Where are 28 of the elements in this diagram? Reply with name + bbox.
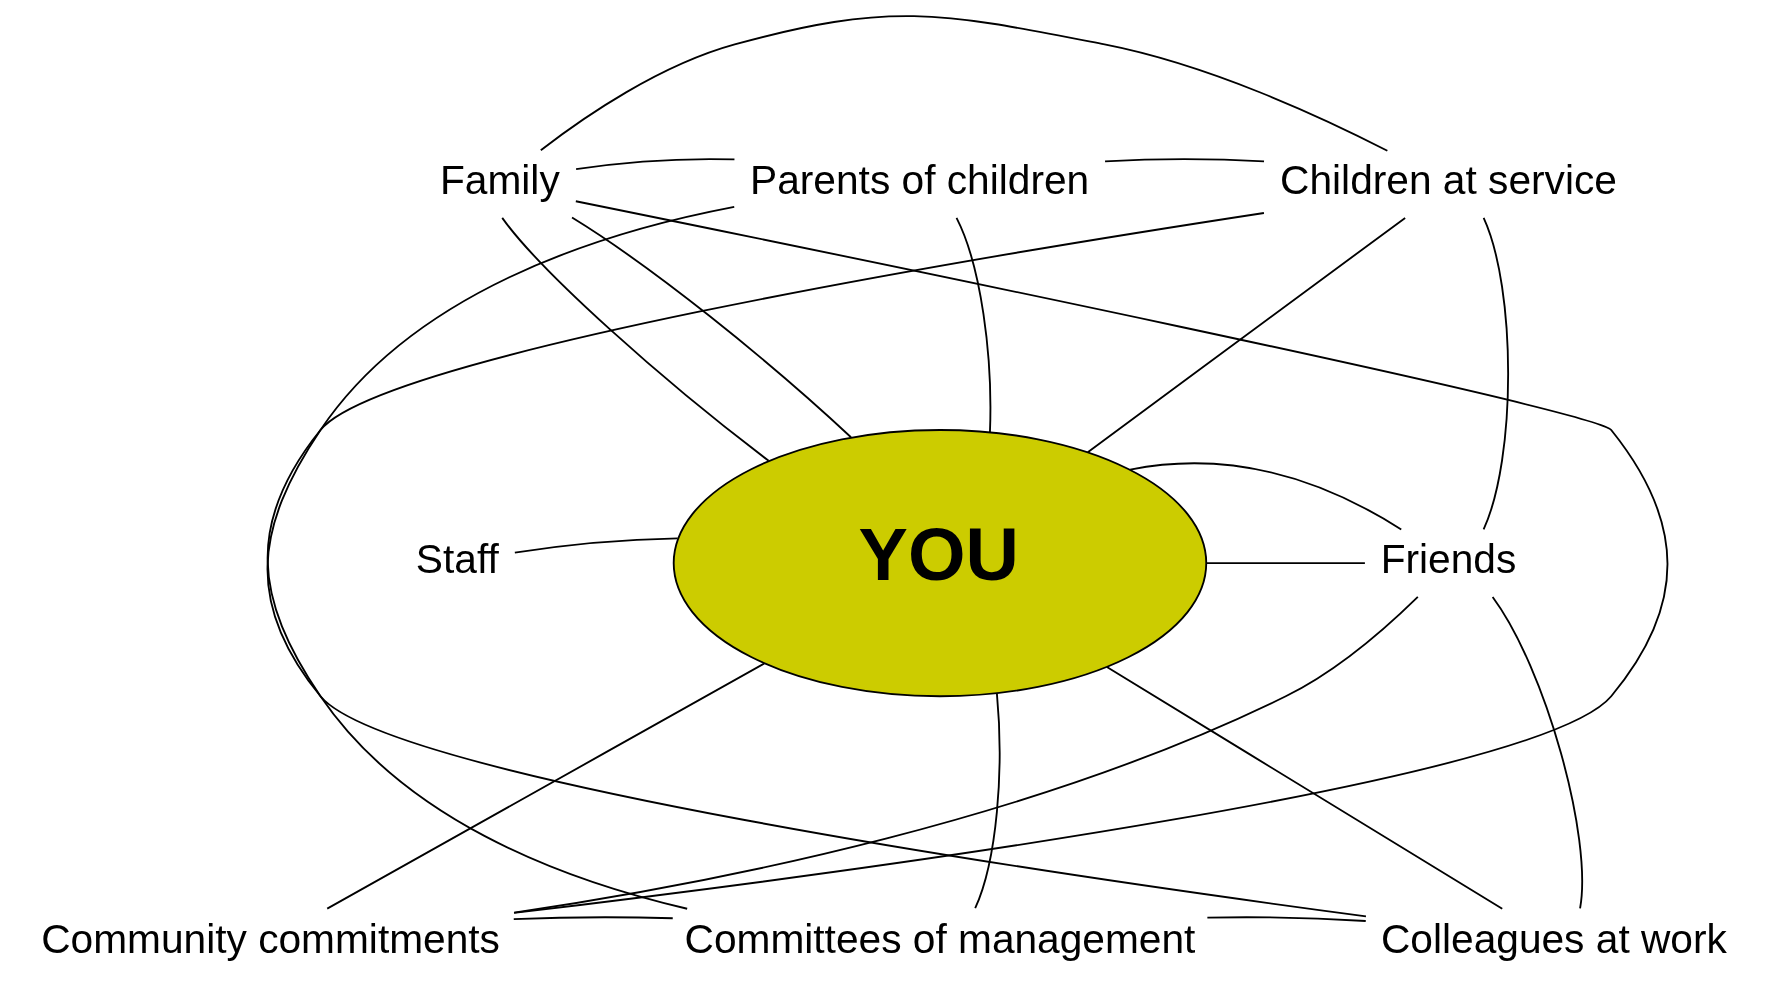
connector: [501, 216, 770, 462]
node-text: Colleagues at work: [1380, 915, 1727, 962]
node-text: Staff: [415, 536, 499, 583]
connector: [513, 200, 1669, 914]
connector: [575, 158, 736, 171]
connector: [1104, 158, 1265, 163]
node-text: Children at service: [1280, 157, 1617, 204]
connector: [326, 662, 766, 910]
connector: [512, 916, 674, 921]
node-text: Parents of children: [750, 157, 1090, 204]
connector: [1106, 666, 1504, 910]
connector: [1205, 562, 1366, 565]
connector: [513, 537, 679, 554]
connector: [1482, 216, 1510, 531]
node-ellipse: YOU: [672, 429, 1208, 698]
node-text: Community commitments: [41, 915, 500, 962]
connector: [571, 216, 852, 439]
connector: [513, 595, 1419, 914]
connector: [974, 692, 1001, 910]
node-text: Committees of management: [684, 915, 1196, 962]
connector: [955, 216, 992, 434]
connector: [539, 15, 1389, 152]
node-text: Friends: [1380, 536, 1517, 583]
connector: [1086, 216, 1407, 454]
connector: [1129, 462, 1403, 531]
connector: [1206, 916, 1367, 922]
connector: [1491, 596, 1583, 910]
node-text: Family: [439, 157, 560, 204]
